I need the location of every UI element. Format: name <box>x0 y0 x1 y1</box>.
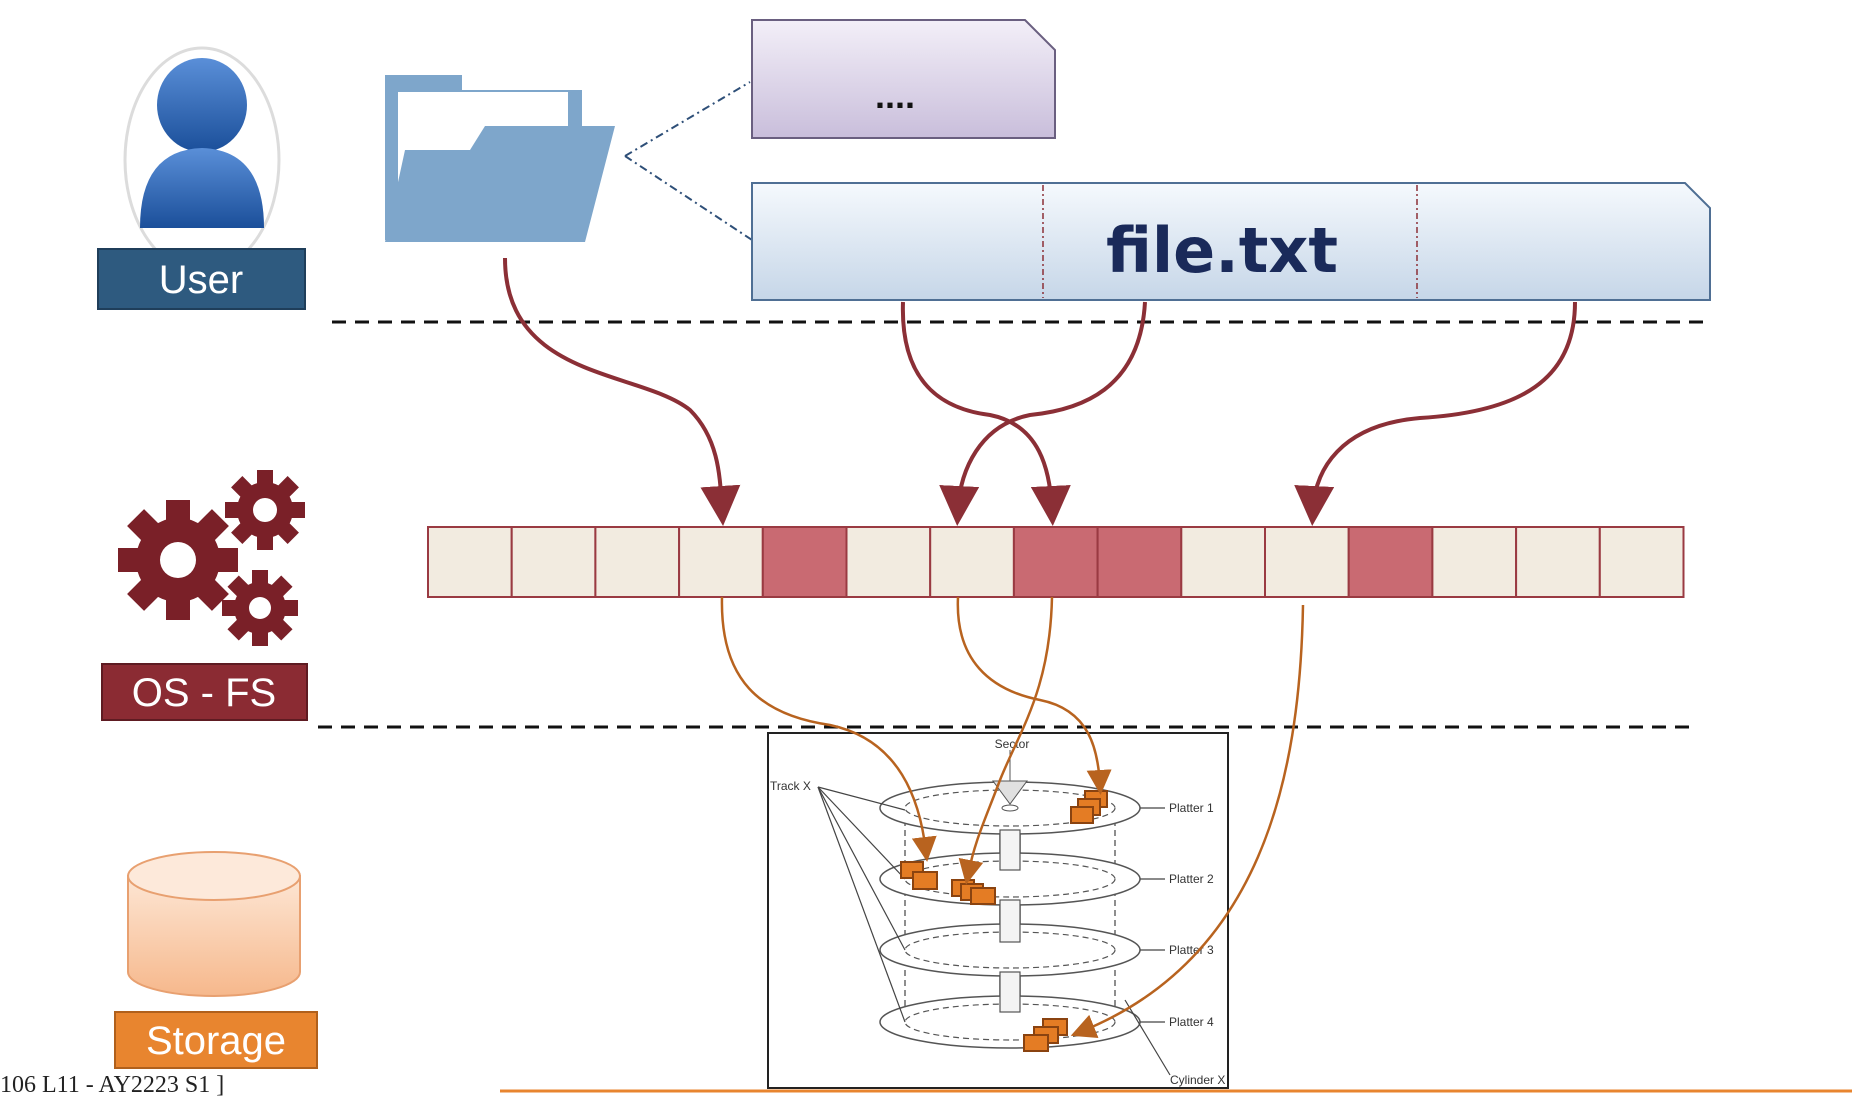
platter-2-label: Platter 2 <box>1169 872 1214 886</box>
block-free <box>1264 526 1350 598</box>
user-label-text: User <box>159 258 243 302</box>
block-array <box>427 526 1685 598</box>
block-free <box>845 526 932 598</box>
block-free <box>929 526 1015 598</box>
block-free <box>1180 526 1267 598</box>
block-free <box>510 526 597 598</box>
block-free <box>594 526 681 598</box>
file-name-label: file.txt <box>1106 214 1338 287</box>
block-free <box>427 526 513 598</box>
user-icon <box>123 46 281 274</box>
platter-4-label: Platter 4 <box>1169 1015 1214 1029</box>
storage-icon <box>127 851 301 997</box>
storage-layer-label: Storage <box>114 1011 318 1069</box>
file-txt-box: file.txt <box>751 182 1711 301</box>
cylinder-label: Cylinder X <box>1170 1073 1225 1087</box>
footer-text: 106 L11 - AY2223 S1 ] <box>0 1072 225 1098</box>
folder-icon <box>385 75 615 242</box>
os-label-text: OS - FS <box>132 671 276 715</box>
block-free <box>1598 526 1685 598</box>
block-used <box>1012 526 1099 598</box>
platter-3-label: Platter 3 <box>1169 943 1214 957</box>
storage-label-text: Storage <box>146 1019 286 1063</box>
other-file-box: .... <box>751 19 1056 139</box>
user-layer-label: User <box>97 248 306 310</box>
gears-icon <box>118 470 305 646</box>
block-free <box>678 526 764 598</box>
block-free <box>1431 526 1518 598</box>
os-layer-label: OS - FS <box>101 663 308 721</box>
platter-1-label: Platter 1 <box>1169 801 1214 815</box>
block-used <box>761 526 848 598</box>
sector-label: Sector <box>995 737 1030 751</box>
mapping-arrows-file <box>503 257 1577 526</box>
mapping-arrows-disk <box>720 596 1305 1039</box>
track-label: Track X <box>770 779 811 793</box>
block-used <box>1347 526 1434 598</box>
block-free <box>1515 526 1601 598</box>
track-pointers <box>817 786 906 1023</box>
folder-connectors <box>624 81 753 241</box>
block-used <box>1096 526 1183 598</box>
other-file-label: .... <box>875 75 915 116</box>
